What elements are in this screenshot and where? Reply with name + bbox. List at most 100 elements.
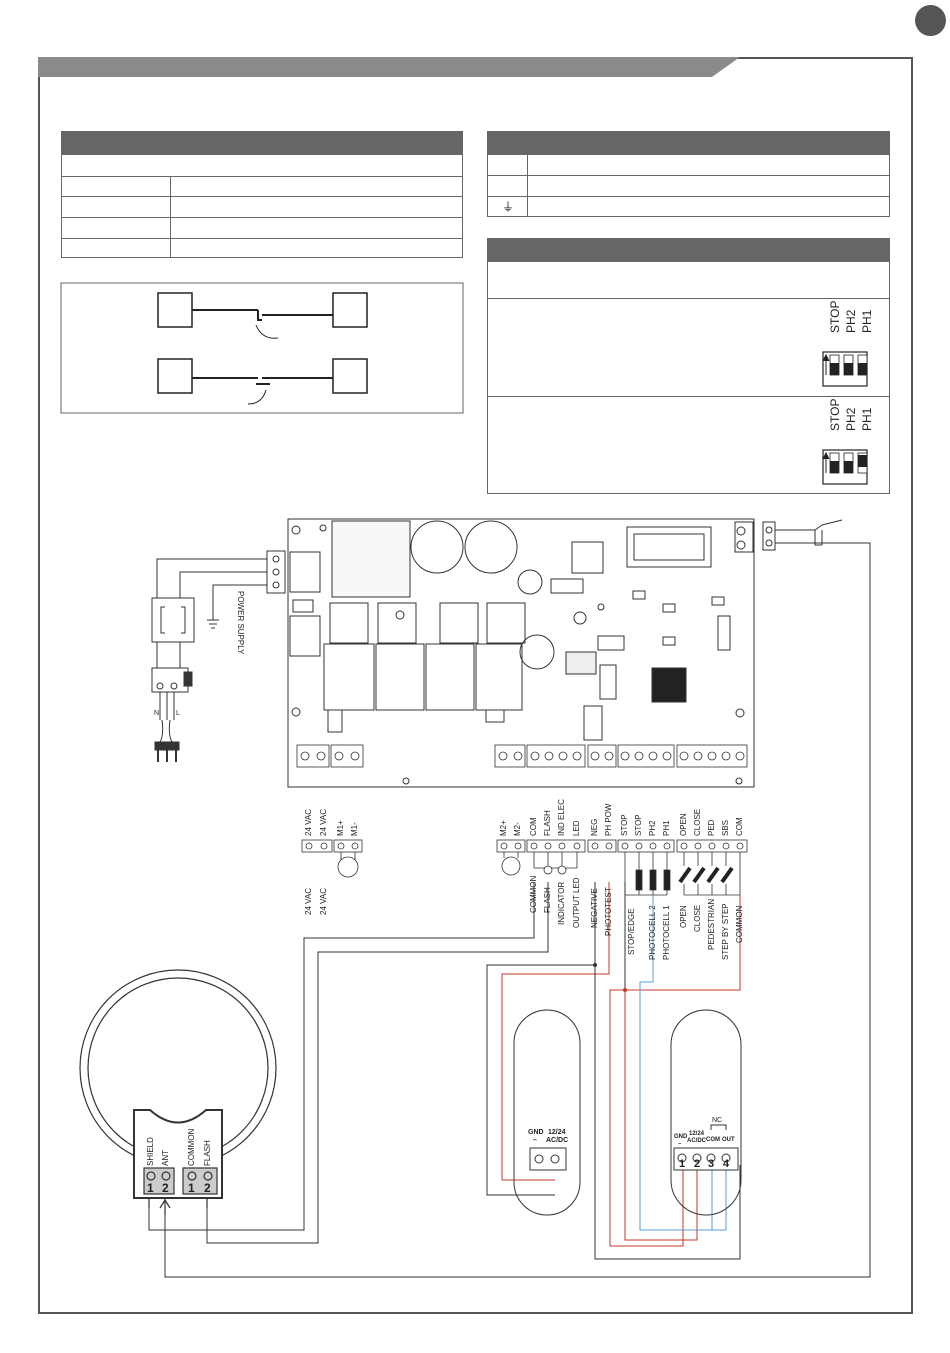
tx-label-1224: 12/24 (548, 1129, 566, 1136)
dip-row-intro (488, 261, 889, 298)
contact-panel (60, 282, 464, 414)
right-bottom-step-by-step: STEP BY STEP (721, 903, 730, 960)
mid-label-ph-pow: PH POW (604, 803, 613, 836)
table-row (488, 154, 889, 175)
dip-switch-1 (822, 351, 868, 387)
power-supply-label: POWER SUPPLY (236, 591, 245, 655)
lamp-label-ant: ANT (161, 1150, 170, 1166)
right-bottom-open: OPEN (679, 905, 688, 928)
motor-terminal-block (301, 839, 363, 878)
tx-sub-acdc: AC/DC (546, 1137, 569, 1144)
mid-bottom-output-led: OUTPUT LED (572, 877, 581, 928)
contact-arrow-1 (255, 324, 279, 339)
right-bottom-pedestrian: PEDESTRIAN (707, 898, 716, 950)
lamp-label-flash: FLASH (203, 1140, 212, 1166)
contact-box-2b (332, 358, 368, 394)
photocell-receiver (670, 1009, 742, 1216)
rx-num-1: 1 (679, 1158, 686, 1170)
right-label-sbs: SBS (721, 819, 730, 836)
motor-label-m1minus: M1- (350, 822, 359, 836)
mid-label-neg: NEG (590, 818, 599, 836)
right-label-ph1: PH1 (662, 820, 671, 836)
page-number-badge (915, 5, 946, 36)
table-row (62, 238, 462, 257)
ground-icon: ⏚ (502, 200, 515, 214)
right-label-com: COM (735, 817, 744, 836)
rx-label-nc: NC (712, 1117, 723, 1124)
dip-row-config1 (488, 298, 889, 396)
mid-bottom-indicator: INDICATOR (557, 881, 566, 925)
power-supply (151, 550, 286, 762)
table-row (62, 217, 462, 238)
right-label-stop-2: STOP (634, 814, 643, 836)
motor-bottom-24vac-1: 24 VAC (304, 888, 313, 915)
table-row (62, 154, 462, 176)
mid-label-led: LED (572, 820, 581, 836)
rx-label-1224: 12/24 (689, 1131, 705, 1137)
table-row: ⏚ (488, 196, 889, 216)
table-left (61, 131, 463, 258)
board-terminal-blocks (296, 744, 748, 768)
right-bottom-close: CLOSE (693, 904, 702, 932)
lamp-label-common: COMMON (187, 1128, 196, 1166)
table-right: ⏚ (487, 131, 890, 217)
mid-bottom-common: COMMON (529, 875, 538, 913)
table-row (62, 176, 462, 196)
right-label-open: OPEN (679, 813, 688, 836)
rx-label-gnd: GND (674, 1134, 688, 1140)
mid-bottom-phototest: PHOTOTEST (604, 887, 613, 936)
right-label-ph2: PH2 (648, 820, 657, 836)
right-label-close: CLOSE (693, 808, 702, 836)
mid-label-ind-elec: IND ELEC (557, 799, 566, 836)
antenna-terminal (164, 519, 871, 1278)
rx-sub-acdc: AC/DC (687, 1138, 706, 1144)
dip-panel-header (488, 239, 889, 261)
motor-label-24vac-1: 24 VAC (304, 809, 313, 836)
contact-box-2a (157, 358, 193, 394)
dip-panel (487, 238, 890, 494)
right-bottom-stop-edge: STOP/EDGE (627, 908, 636, 955)
mid-label-m2plus: M2+ (499, 820, 508, 836)
control-board (287, 518, 755, 788)
mid-terminal-block (496, 839, 617, 876)
table-row (62, 196, 462, 217)
mid-label-com: COM (529, 817, 538, 836)
right-bottom-common: COMMON (735, 905, 744, 943)
right-bottom-photocell-2: PHOTOCELL 2 (648, 905, 657, 960)
lamp-num-3: 1 (188, 1181, 195, 1195)
flashing-lamp (79, 969, 277, 1215)
mains-pin-n: N (154, 710, 160, 717)
lamp-num-4: 2 (204, 1181, 211, 1195)
table-right-header (488, 132, 889, 154)
mid-label-m2minus: M2- (513, 822, 522, 836)
dip-row-config2 (488, 396, 889, 493)
right-terminal-block (617, 839, 748, 896)
dip-switch-2 (822, 449, 868, 485)
motor-label-24vac-2: 24 VAC (319, 809, 328, 836)
contact-arrow-2 (247, 389, 267, 405)
rx-num-2: 2 (694, 1158, 701, 1170)
rx-label-com: COM (706, 1137, 720, 1143)
lamp-num-2: 2 (162, 1181, 169, 1195)
mid-bottom-negative: NEGATIVE (590, 888, 599, 928)
table-row (488, 175, 889, 196)
mid-bottom-flash: FLASH (543, 887, 552, 913)
section-banner (38, 57, 740, 77)
right-label-stop-1: STOP (620, 814, 629, 836)
wires (148, 882, 741, 1260)
right-label-ped: PED (707, 819, 716, 836)
right-bottom-photocell-1: PHOTOCELL 1 (662, 905, 671, 960)
contact-box-1b (332, 292, 368, 328)
rx-sub-minus: – (678, 1141, 682, 1147)
table-left-header (62, 132, 462, 154)
photocell-transmitter (513, 1009, 581, 1216)
mid-label-flash: FLASH (543, 810, 552, 836)
rx-num-4: 4 (723, 1158, 730, 1170)
rx-num-3: 3 (708, 1158, 715, 1170)
lamp-label-shield: SHIELD (146, 1137, 155, 1166)
tx-sub-minus: – (533, 1137, 537, 1144)
mains-pin-l: L (176, 710, 180, 717)
contact-box-1a (157, 292, 193, 328)
contact-line-open (192, 309, 333, 316)
